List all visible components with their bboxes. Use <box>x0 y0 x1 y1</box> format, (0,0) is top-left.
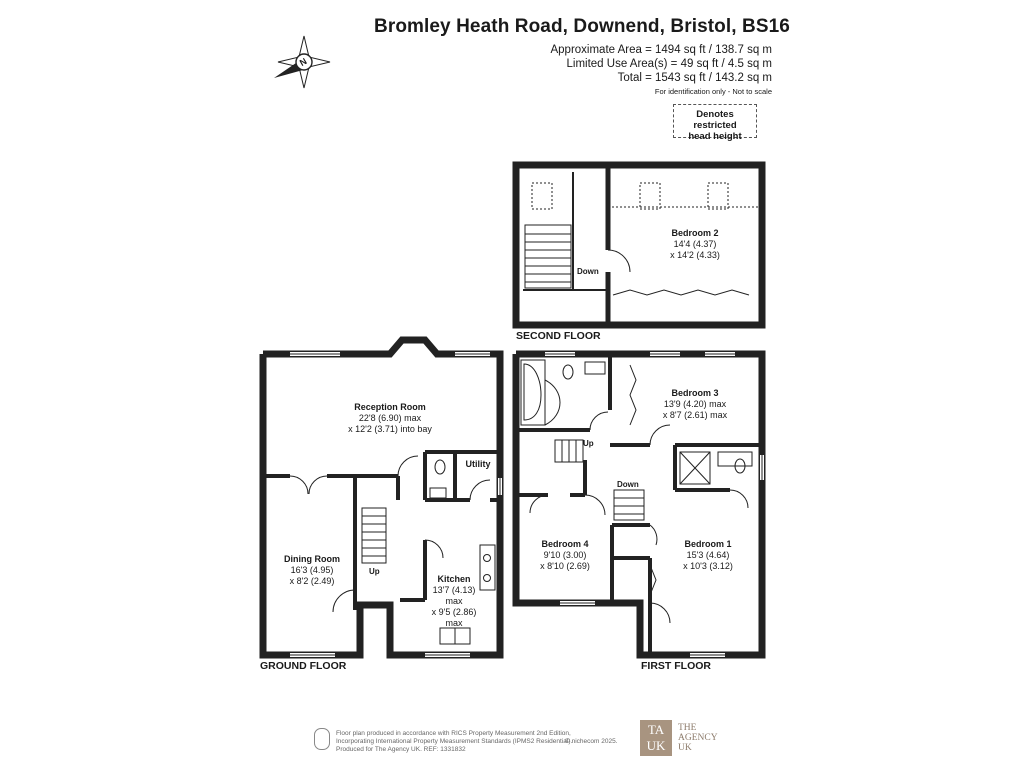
room-dimension: max <box>445 618 463 628</box>
room-name: Dining Room <box>284 554 340 564</box>
room-name: Reception Room <box>354 402 426 412</box>
brand-line: THE <box>678 723 697 733</box>
room-name: Bedroom 3 <box>671 388 719 398</box>
room-name: Utility <box>465 459 491 469</box>
room-dimension: 14'4 (4.37) <box>673 239 717 249</box>
second-floor-plan <box>512 161 766 329</box>
room-dimension: 22'8 (6.90) max <box>358 413 422 423</box>
room-dimension: x 9'5 (2.86) <box>431 607 477 617</box>
room-dimension: x 8'2 (2.49) <box>289 576 335 586</box>
first-floor-label: FIRST FLOOR <box>641 660 711 672</box>
brand-line: UK <box>678 743 692 753</box>
room-name: Bedroom 2 <box>671 228 719 238</box>
footer-disclaimer: Floor plan produced in accordance with R… <box>336 730 572 754</box>
first-floor-plan <box>512 350 766 659</box>
compass-icon <box>274 35 331 89</box>
logo-bottom: UK <box>646 738 666 753</box>
room-dimension: x 8'10 (2.69) <box>540 561 590 571</box>
room-name: Bedroom 1 <box>684 539 732 549</box>
room-dimension: 15'3 (4.64) <box>686 550 730 560</box>
rics-logo-icon <box>314 728 330 750</box>
room-dimension: x 8'7 (2.61) max <box>662 410 728 420</box>
logo-top: TA <box>647 722 665 737</box>
room-dimension: 13'9 (4.20) max <box>663 399 727 409</box>
total-area: Total = 1543 sq ft / 143.2 sq m <box>617 72 772 84</box>
room-dimension: 16'3 (4.95) <box>290 565 334 575</box>
stair-label-down: Down <box>617 480 639 489</box>
room-bedroom-1: Bedroom 1 15'3 (4.64) x 10'3 (3.12) <box>668 539 748 572</box>
room-dimension: max <box>445 596 463 606</box>
room-bedroom-2: Bedroom 2 14'4 (4.37) x 14'2 (4.33) <box>650 228 740 261</box>
room-dining: Dining Room 16'3 (4.95) x 8'2 (2.49) <box>275 554 349 587</box>
footer-copyright: © nichecom 2025. <box>565 738 618 745</box>
restricted-height-legend: Denotes restricted head height <box>673 104 757 142</box>
legend-line-2: head height <box>688 131 742 142</box>
ground-floor-label: GROUND FLOOR <box>260 660 347 672</box>
room-kitchen: Kitchen 13'7 (4.13) max x 9'5 (2.86) max <box>425 574 483 629</box>
stair-label-down: Down <box>577 267 599 276</box>
limited-use-area: Limited Use Area(s) = 49 sq ft / 4.5 sq … <box>566 58 773 70</box>
room-dimension: x 10'3 (3.12) <box>683 561 733 571</box>
room-utility: Utility <box>461 459 495 470</box>
room-dimension: x 12'2 (3.71) into bay <box>348 424 432 434</box>
approximate-area: Approximate Area = 1494 sq ft / 138.7 sq… <box>550 44 772 56</box>
identification-note: For identification only - Not to scale <box>654 87 772 96</box>
room-dimension: 9'10 (3.00) <box>543 550 587 560</box>
room-name: Kitchen <box>437 574 471 584</box>
ground-floor-plan <box>259 336 504 659</box>
room-name: Bedroom 4 <box>541 539 589 549</box>
property-address: Bromley Heath Road, Downend, Bristol, BS… <box>374 16 790 37</box>
footer-line: Incorporating International Property Mea… <box>336 738 573 745</box>
stair-label-up: Up <box>583 439 594 448</box>
room-bedroom-3: Bedroom 3 13'9 (4.20) max x 8'7 (2.61) m… <box>645 388 745 421</box>
footer-line: Floor plan produced in accordance with R… <box>336 730 571 737</box>
room-bedroom-4: Bedroom 4 9'10 (3.00) x 8'10 (2.69) <box>530 539 600 572</box>
room-dimension: x 14'2 (4.33) <box>670 250 720 260</box>
stair-label-up: Up <box>369 567 380 576</box>
room-dimension: 13'7 (4.13) <box>432 585 476 595</box>
brand-line: AGENCY <box>678 733 718 743</box>
legend-line-1: Denotes restricted <box>693 109 737 131</box>
agency-brand-name: THE AGENCY UK <box>678 723 718 753</box>
room-reception: Reception Room 22'8 (6.90) max x 12'2 (3… <box>320 402 460 435</box>
agency-logo: TA UK <box>640 720 672 756</box>
footer-line: Produced for The Agency UK. REF: 1331832 <box>336 746 466 753</box>
second-floor-label: SECOND FLOOR <box>516 330 601 342</box>
